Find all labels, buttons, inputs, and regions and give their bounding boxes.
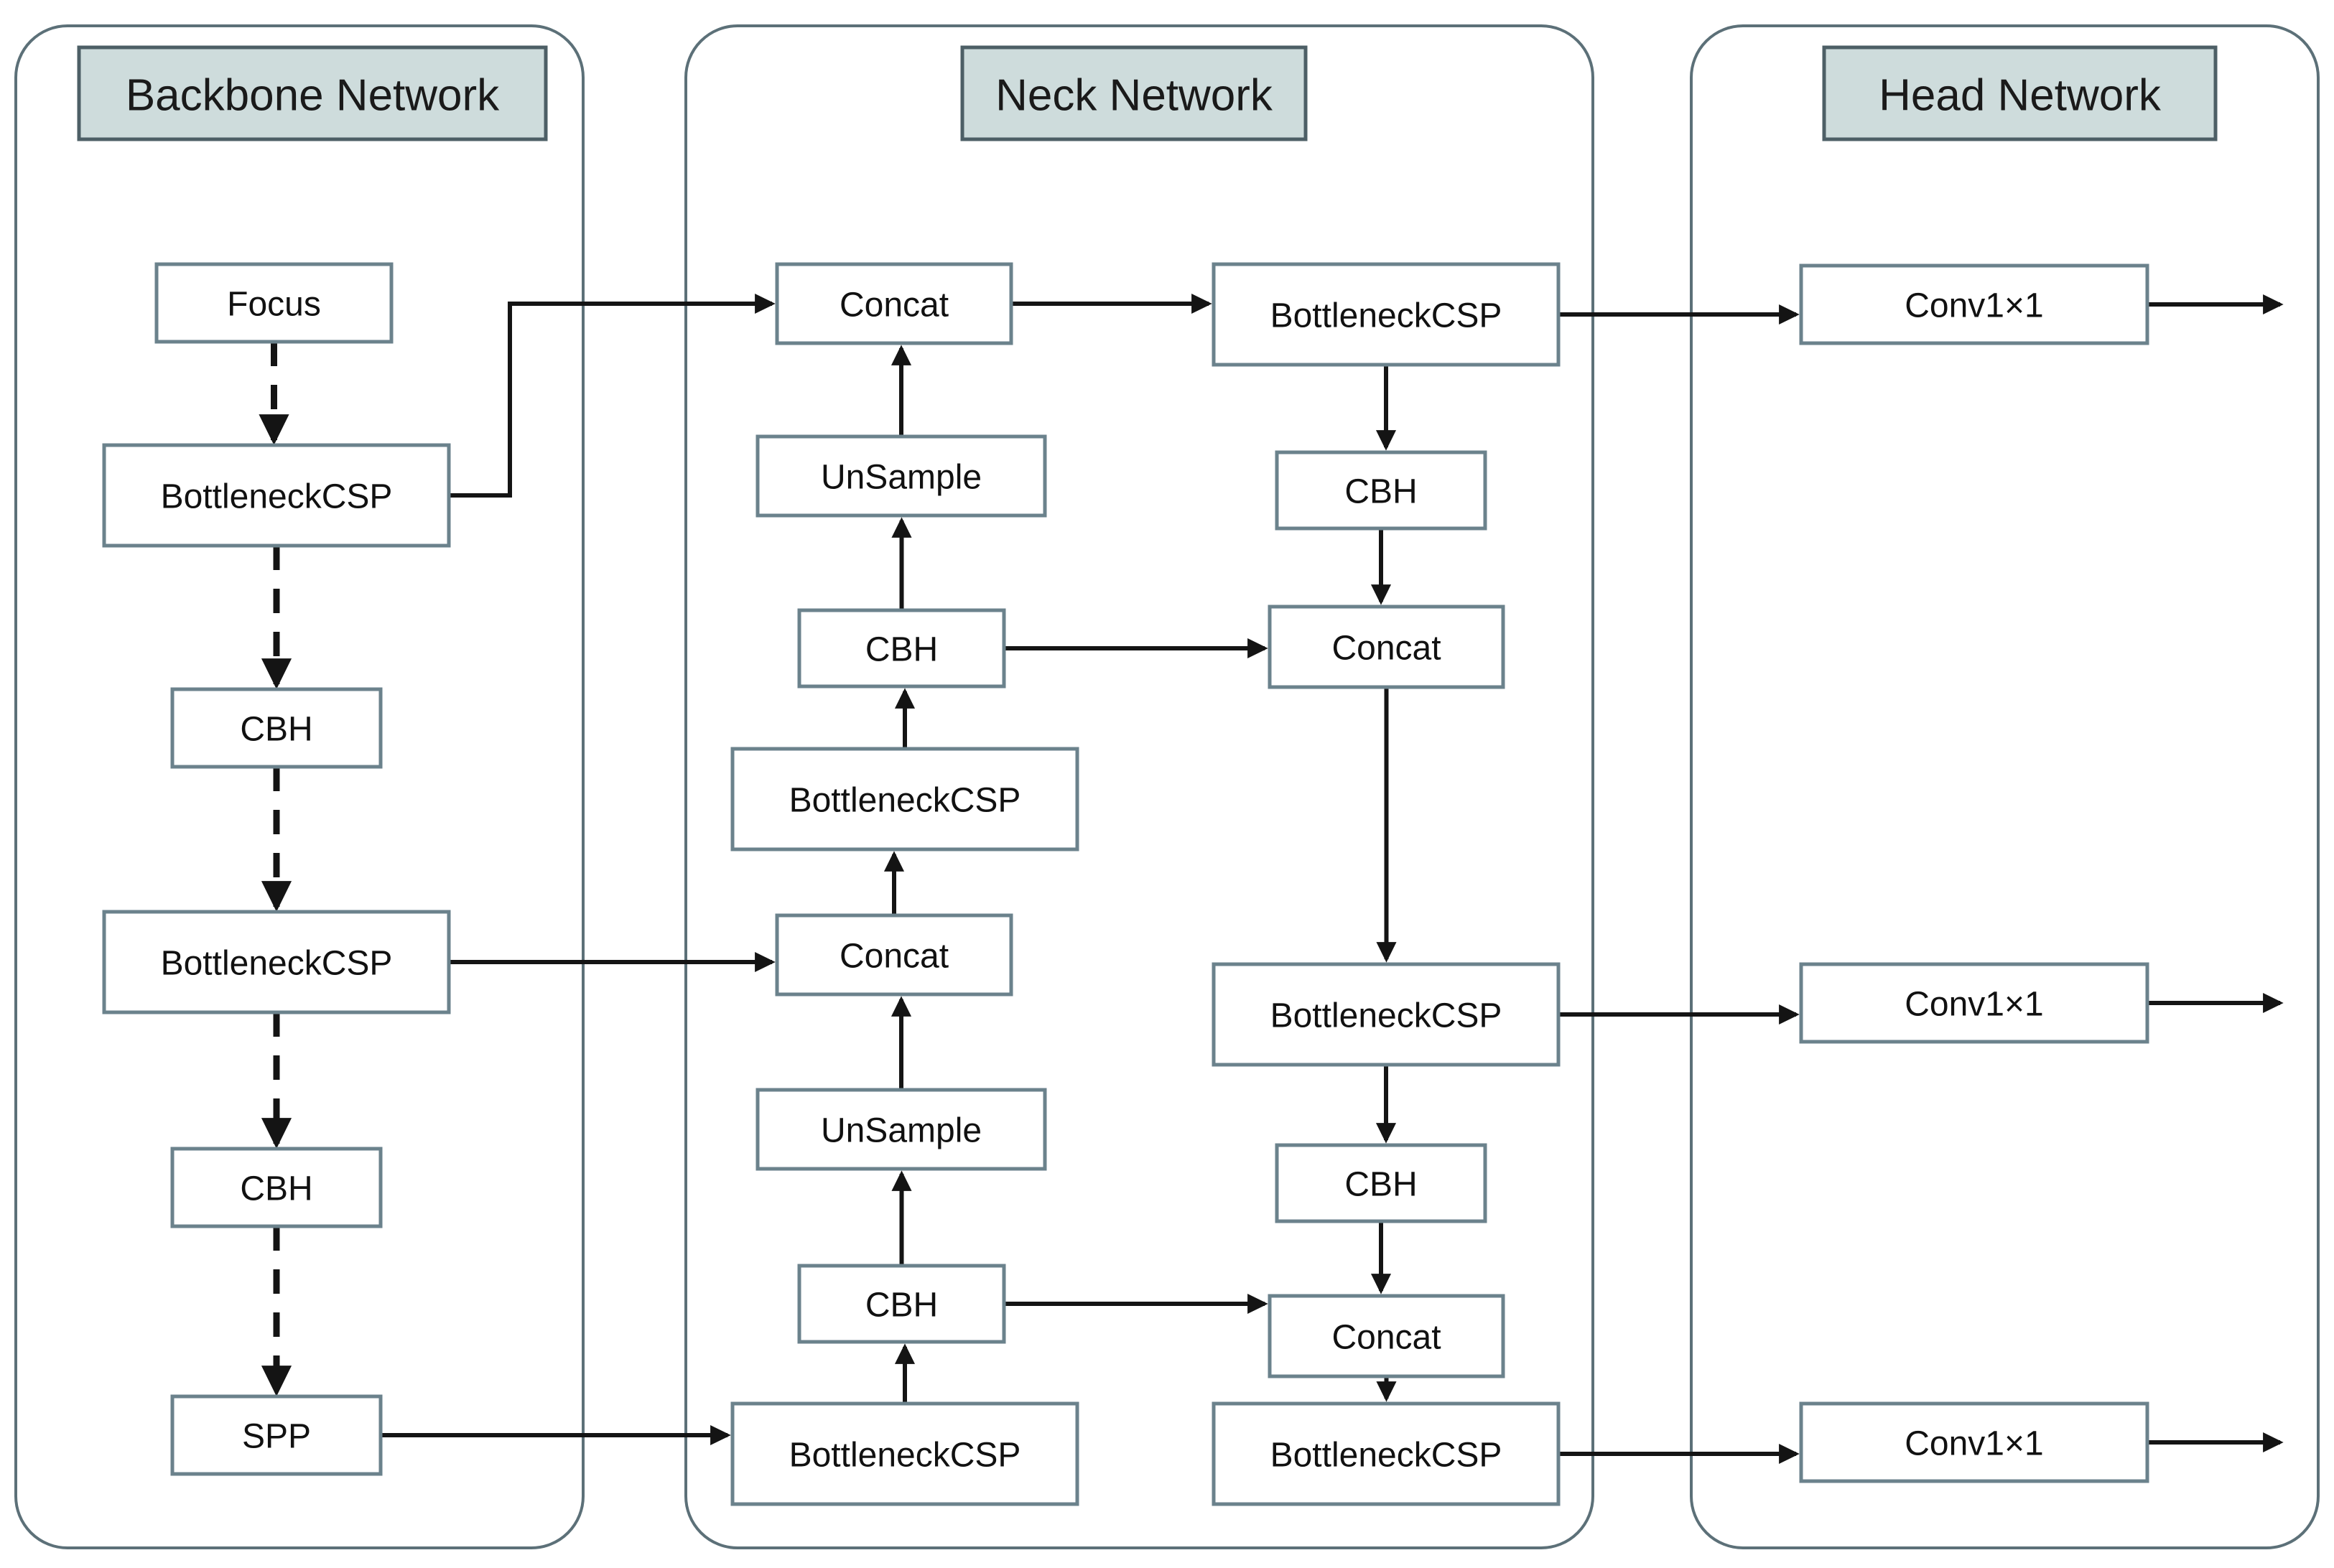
node-label-hd_conv1: Conv1×1: [1905, 287, 2043, 325]
node-label-bb_csp1: BottleneckCSP: [161, 478, 393, 516]
node-label-nk_ups1: UnSample: [821, 459, 982, 497]
node-nk_cbh2[interactable]: CBH: [797, 1264, 1006, 1344]
node-box-bottleneckcsp-nk_csp_c[interactable]: [1212, 262, 1561, 367]
group-header-label-neck: Neck Network: [995, 71, 1273, 121]
group-header-backbone: Backbone Network: [77, 45, 548, 141]
node-label-nk_concat4: Concat: [1331, 1319, 1441, 1357]
node-label-bb_csp2: BottleneckCSP: [161, 945, 393, 983]
node-label-hd_conv3: Conv1×1: [1905, 1425, 2043, 1463]
node-hd_conv2[interactable]: Conv1×1: [1799, 962, 2149, 1044]
node-box-cbh-nk_cbh4[interactable]: [1275, 1143, 1487, 1223]
node-box-concat-nk_concat3[interactable]: [1268, 605, 1505, 689]
node-nk_csp_d[interactable]: BottleneckCSP: [1212, 962, 1561, 1067]
node-bb_focus[interactable]: Focus: [154, 262, 394, 344]
node-box-bottleneckcsp-bb_csp1[interactable]: [102, 443, 451, 548]
node-hd_conv3[interactable]: Conv1×1: [1799, 1401, 2149, 1483]
node-label-nk_csp_e: BottleneckCSP: [1270, 1437, 1502, 1475]
node-nk_ups2[interactable]: UnSample: [755, 1088, 1047, 1171]
node-box-bottleneckcsp-nk_csp_a[interactable]: [730, 747, 1079, 851]
node-nk_concat3[interactable]: Concat: [1268, 605, 1505, 689]
node-label-bb_cbh2: CBH: [240, 1170, 312, 1208]
node-nk_concat4[interactable]: Concat: [1268, 1294, 1505, 1378]
node-nk_csp_a[interactable]: BottleneckCSP: [730, 747, 1079, 851]
node-label-nk_cbh4: CBH: [1344, 1166, 1417, 1204]
node-label-nk_csp_a: BottleneckCSP: [789, 782, 1021, 820]
node-bb_csp2[interactable]: BottleneckCSP: [102, 910, 451, 1014]
node-label-nk_cbh2: CBH: [865, 1287, 938, 1325]
node-box-concat-nk_concat2[interactable]: [775, 913, 1013, 997]
node-box-bottleneckcsp-nk_csp_e[interactable]: [1212, 1401, 1561, 1506]
node-nk_concat2[interactable]: Concat: [775, 913, 1013, 997]
group-head: [1690, 24, 2320, 1549]
node-label-nk_cbh1: CBH: [865, 631, 938, 669]
node-label-bb_spp: SPP: [242, 1418, 311, 1456]
node-box-conv1-1-hd_conv3[interactable]: [1799, 1401, 2149, 1483]
node-label-nk_csp_d: BottleneckCSP: [1270, 997, 1502, 1035]
node-label-bb_cbh1: CBH: [240, 711, 312, 749]
edge-layer: [259, 293, 2284, 1465]
edge-bb-csp1-to-nk-concat1: [449, 293, 776, 498]
group-border-backbone: [14, 24, 585, 1549]
node-box-concat-nk_concat1[interactable]: [775, 262, 1013, 345]
node-nk_cbh1[interactable]: CBH: [797, 608, 1006, 689]
node-label-bb_focus: Focus: [227, 286, 321, 324]
node-nk_csp_b[interactable]: BottleneckCSP: [730, 1401, 1079, 1506]
node-bb_csp1[interactable]: BottleneckCSP: [102, 443, 451, 548]
node-nk_ups1[interactable]: UnSample: [755, 434, 1047, 518]
node-label-nk_csp_c: BottleneckCSP: [1270, 297, 1502, 335]
group-header-box-head: [1822, 45, 2218, 141]
group-header-neck: Neck Network: [960, 45, 1308, 141]
node-label-hd_conv2: Conv1×1: [1905, 986, 2043, 1024]
node-bb_spp[interactable]: SPP: [170, 1394, 383, 1476]
group-header-box-neck: [960, 45, 1308, 141]
group-header-box-backbone: [77, 45, 548, 141]
node-box-focus-bb_focus[interactable]: [154, 262, 394, 344]
node-nk_csp_e[interactable]: BottleneckCSP: [1212, 1401, 1561, 1506]
node-nk_cbh4[interactable]: CBH: [1275, 1143, 1487, 1223]
node-box-cbh-nk_cbh3[interactable]: [1275, 450, 1487, 531]
node-nk_csp_c[interactable]: BottleneckCSP: [1212, 262, 1561, 367]
node-box-cbh-bb_cbh1[interactable]: [170, 687, 383, 769]
node-layer: FocusBottleneckCSPCBHBottleneckCSPCBHSPP…: [102, 262, 2149, 1506]
header-layer: Backbone Network Neck Network Head Network: [77, 45, 2218, 141]
node-label-nk_concat1: Concat: [840, 286, 949, 325]
node-nk_cbh3[interactable]: CBH: [1275, 450, 1487, 531]
node-box-conv1-1-hd_conv2[interactable]: [1799, 962, 2149, 1044]
node-box-cbh-bb_cbh2[interactable]: [170, 1147, 383, 1228]
group-neck: [684, 24, 1594, 1549]
node-label-nk_concat3: Concat: [1331, 630, 1441, 668]
node-label-nk_csp_b: BottleneckCSP: [789, 1437, 1021, 1475]
node-box-bottleneckcsp-bb_csp2[interactable]: [102, 910, 451, 1014]
node-box-unsample-nk_ups2[interactable]: [755, 1088, 1047, 1171]
node-bb_cbh2[interactable]: CBH: [170, 1147, 383, 1228]
node-box-conv1-1-hd_conv1[interactable]: [1799, 263, 2149, 345]
group-header-head: Head Network: [1822, 45, 2218, 141]
node-nk_concat1[interactable]: Concat: [775, 262, 1013, 345]
node-box-cbh-nk_cbh2[interactable]: [797, 1264, 1006, 1344]
group-header-label-head: Head Network: [1879, 71, 2162, 121]
node-bb_cbh1[interactable]: CBH: [170, 687, 383, 769]
node-label-nk_cbh3: CBH: [1344, 473, 1417, 511]
node-box-bottleneckcsp-nk_csp_d[interactable]: [1212, 962, 1561, 1067]
node-box-cbh-nk_cbh1[interactable]: [797, 608, 1006, 689]
node-box-spp-bb_spp[interactable]: [170, 1394, 383, 1476]
group-header-label-backbone: Backbone Network: [126, 71, 500, 121]
group-backbone: [14, 24, 585, 1549]
node-label-nk_ups2: UnSample: [821, 1112, 982, 1150]
group-containers: [14, 24, 2320, 1549]
node-hd_conv1[interactable]: Conv1×1: [1799, 263, 2149, 345]
node-box-unsample-nk_ups1[interactable]: [755, 434, 1047, 518]
node-box-bottleneckcsp-nk_csp_b[interactable]: [730, 1401, 1079, 1506]
group-border-neck: [684, 24, 1594, 1549]
group-border-head: [1690, 24, 2320, 1549]
node-label-nk_concat2: Concat: [840, 938, 949, 976]
node-box-concat-nk_concat4[interactable]: [1268, 1294, 1505, 1378]
